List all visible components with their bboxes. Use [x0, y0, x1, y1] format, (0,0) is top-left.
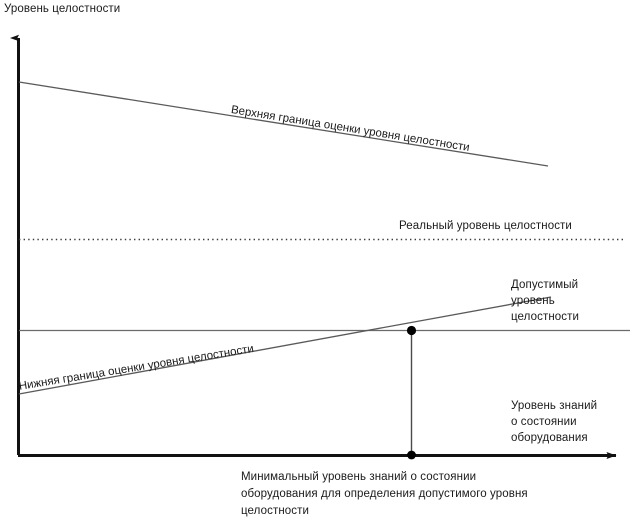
y-axis-title: Уровень целостности [4, 3, 121, 15]
intersection-dot [406, 325, 417, 336]
x-axis-label: Уровень знаний о состоянии оборудования [511, 400, 598, 444]
bottom-caption: Минимальный уровень знаний о состоянии о… [241, 471, 528, 517]
upper-bound-line [18, 81, 549, 167]
allowed-level-label: Допустимый уровень целостности [511, 279, 580, 323]
real-level-label: Реальный уровень целостности [399, 220, 572, 232]
lower-bound-line [18, 296, 552, 395]
x-axis-dot [407, 450, 416, 460]
